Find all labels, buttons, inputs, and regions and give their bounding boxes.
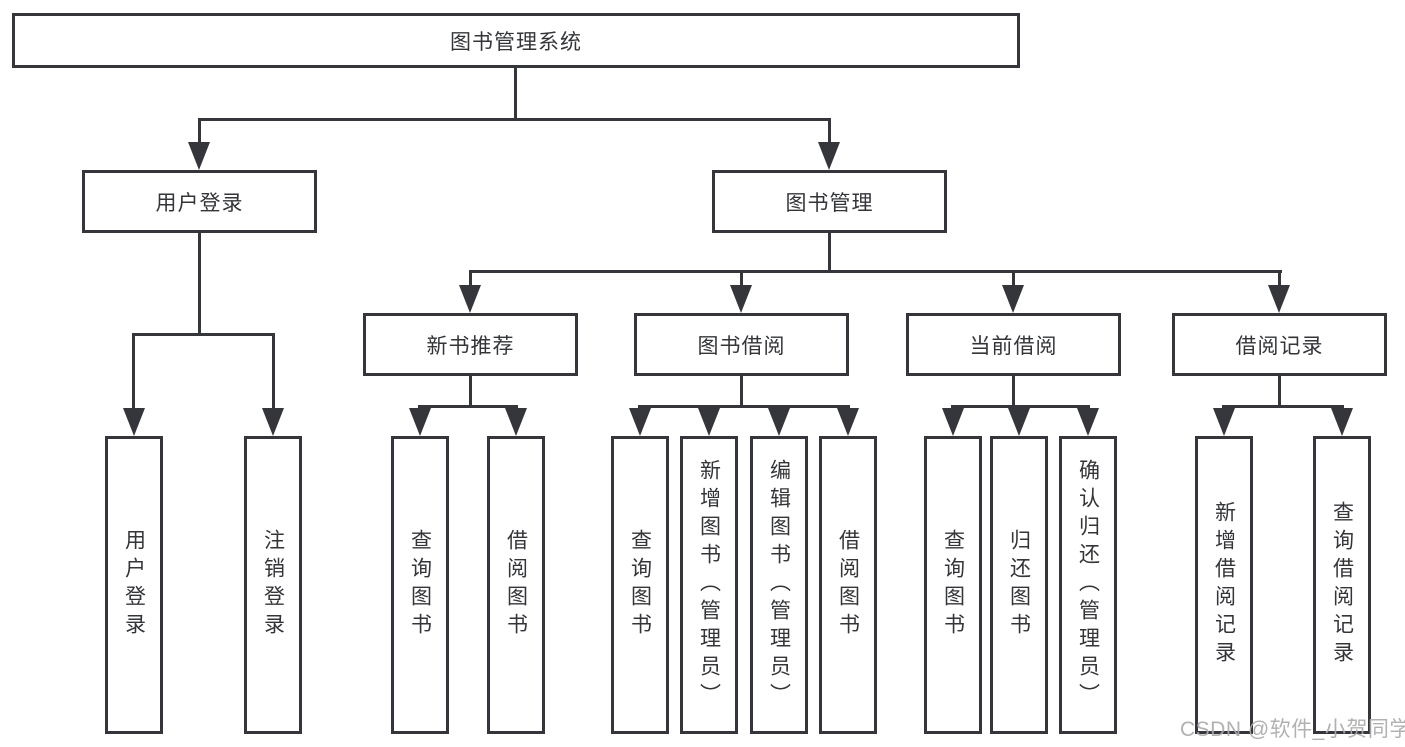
connector-records-stem	[1278, 376, 1281, 406]
leaf-borrow-books-recommend: 借阅图书	[487, 436, 545, 734]
leaf-return-books: 归还图书	[990, 436, 1048, 734]
connector-borrowing-stem	[740, 376, 743, 406]
node-borrowing-records: 借阅记录	[1172, 313, 1387, 376]
connector-recommend-hline	[418, 405, 518, 408]
connector-book-management-stem	[828, 233, 831, 272]
connector-level3-drop-4	[1278, 273, 1281, 285]
connector-current-stem	[1012, 376, 1015, 406]
arrowhead-icon	[505, 408, 527, 436]
connector-root-stem	[514, 68, 517, 120]
leaf-confirm-return-admin: 确认归还（管理员）	[1059, 436, 1117, 734]
connector-recommend-stem	[469, 376, 472, 406]
connector-level1-hline	[198, 118, 831, 121]
arrowhead-icon	[818, 142, 840, 170]
node-new-book-recommendation: 新书推荐	[363, 313, 578, 376]
csdn-watermark: CSDN @软件_小贺同学	[1180, 718, 1405, 741]
leaf-query-books-recommend: 查询图书	[391, 436, 449, 734]
leaf-edit-book-admin: 编辑图书（管理员）	[750, 436, 808, 734]
connector-level3-drop-3	[1012, 273, 1015, 285]
arrowhead-icon	[1077, 408, 1099, 436]
leaf-query-borrow-record: 查询借阅记录	[1313, 436, 1371, 734]
arrowhead-icon	[459, 285, 481, 313]
arrowhead-icon	[768, 408, 790, 436]
arrowhead-icon	[188, 142, 210, 170]
arrowhead-icon	[1002, 285, 1024, 313]
leaf-add-book-admin: 新增图书（管理员）	[680, 436, 738, 734]
leaf-borrow-books-borrowing: 借阅图书	[819, 436, 877, 734]
arrowhead-icon	[1008, 408, 1030, 436]
arrowhead-icon	[942, 408, 964, 436]
connector-current-hline	[951, 405, 1090, 408]
arrowhead-icon	[730, 285, 752, 313]
connector-level1-drop-left	[198, 121, 201, 144]
arrowhead-icon	[629, 408, 651, 436]
connector-user-login-stem	[198, 233, 201, 335]
connector-level3-drop-1	[469, 273, 472, 285]
leaf-query-books-borrowing: 查询图书	[611, 436, 669, 734]
leaf-add-borrow-record: 新增借阅记录	[1195, 436, 1253, 734]
connector-level1-drop-right	[828, 121, 831, 144]
connector-user-login-drop-left	[132, 336, 135, 408]
leaf-user-login: 用户登录	[105, 436, 163, 734]
arrowhead-icon	[1213, 408, 1235, 436]
connector-records-hline	[1222, 405, 1344, 408]
arrowhead-icon	[698, 408, 720, 436]
arrowhead-icon	[409, 408, 431, 436]
leaf-logout: 注销登录	[244, 436, 302, 734]
connector-user-login-hline	[132, 333, 275, 336]
node-current-borrowing: 当前借阅	[906, 313, 1121, 376]
arrowhead-icon	[1268, 285, 1290, 313]
connector-level3-hline	[469, 270, 1282, 273]
node-book-borrowing: 图书借阅	[634, 313, 849, 376]
arrowhead-icon	[262, 408, 284, 436]
connector-user-login-drop-right	[272, 336, 275, 408]
node-library-management-system: 图书管理系统	[12, 13, 1020, 68]
leaf-query-books-current: 查询图书	[924, 436, 982, 734]
arrowhead-icon	[1331, 408, 1353, 436]
node-book-management: 图书管理	[712, 170, 947, 233]
node-user-login: 用户登录	[82, 170, 317, 233]
arrowhead-icon	[123, 408, 145, 436]
connector-borrowing-hline	[638, 405, 850, 408]
connector-level3-drop-2	[740, 273, 743, 285]
arrowhead-icon	[837, 408, 859, 436]
